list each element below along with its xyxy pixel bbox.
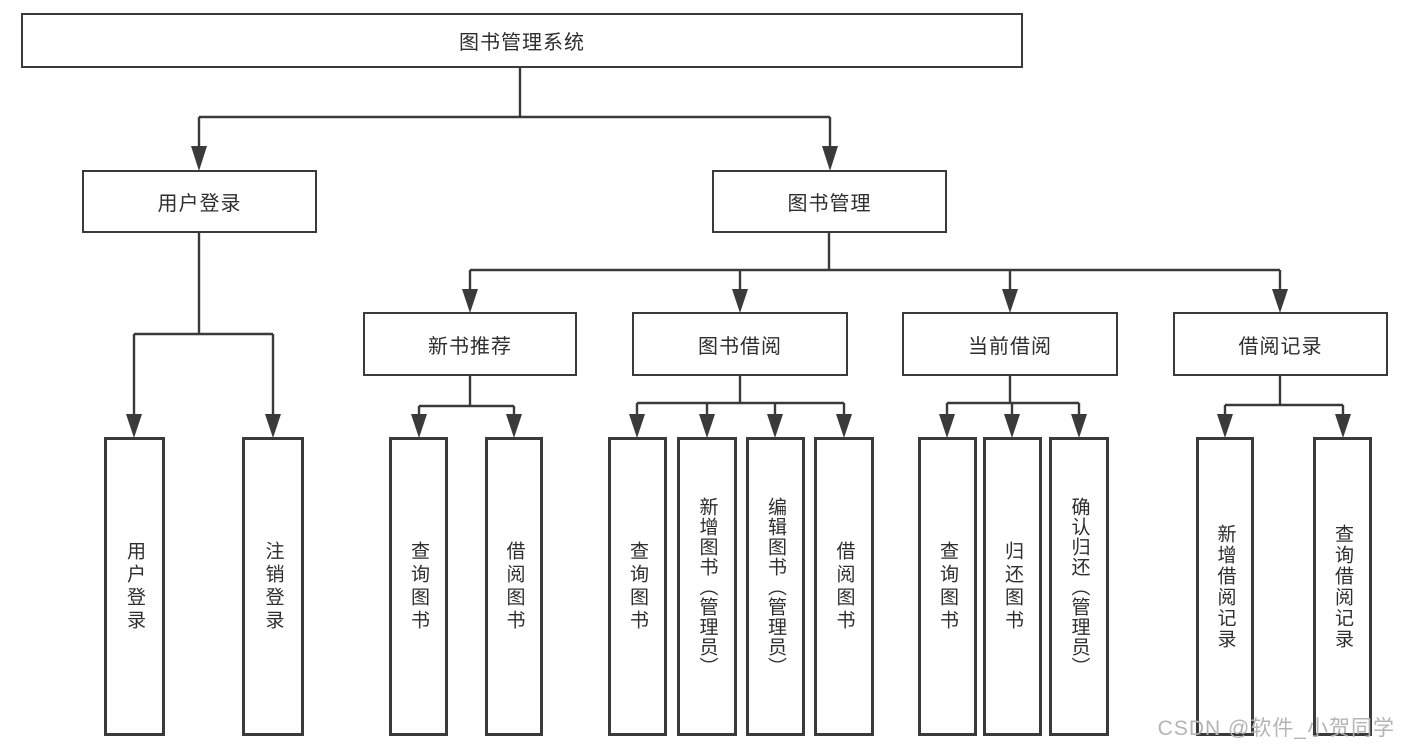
leaf-confirm-return-admin: 确认归还（管理员） bbox=[1049, 437, 1109, 736]
leaf-query-borrow-record-label: 查询借阅记录 bbox=[1332, 523, 1353, 650]
leaf-query-borrow-record: 查询借阅记录 bbox=[1313, 437, 1372, 736]
csdn-watermark: CSDN @软件_小贺同学 bbox=[1157, 717, 1395, 740]
leaf-add-books-admin-label: 新增图书（管理员） bbox=[696, 496, 718, 677]
leaf-logout: 注销登录 bbox=[242, 437, 304, 736]
leaf-user-login: 用户登录 bbox=[104, 437, 165, 736]
leaf-query-books-current-label: 查询图书 bbox=[937, 540, 958, 633]
leaf-confirm-return-admin-label: 确认归还（管理员） bbox=[1068, 496, 1090, 677]
leaf-query-books-borrow-label: 查询图书 bbox=[627, 540, 648, 633]
leaf-query-books-recommend-label: 查询图书 bbox=[408, 540, 429, 633]
leaf-borrow-books-recommend: 借阅图书 bbox=[485, 437, 543, 736]
leaf-borrow-books: 借阅图书 bbox=[814, 437, 874, 736]
leaf-logout-label: 注销登录 bbox=[262, 540, 284, 633]
leaf-return-books-label: 归还图书 bbox=[1002, 540, 1023, 633]
leaf-query-books-recommend: 查询图书 bbox=[389, 437, 448, 736]
node-new-book-recommend: 新书推荐 bbox=[363, 312, 577, 376]
node-book-borrow: 图书借阅 bbox=[632, 312, 848, 376]
connector-paths bbox=[132, 68, 1345, 415]
node-borrow-records: 借阅记录 bbox=[1173, 312, 1388, 376]
node-root: 图书管理系统 bbox=[21, 13, 1023, 68]
leaf-borrow-books-recommend-label: 借阅图书 bbox=[503, 540, 525, 633]
leaf-user-login-label: 用户登录 bbox=[124, 540, 145, 633]
leaf-add-books-admin: 新增图书（管理员） bbox=[677, 437, 737, 736]
leaf-query-books-borrow: 查询图书 bbox=[608, 437, 667, 736]
leaf-query-books-current: 查询图书 bbox=[918, 437, 977, 736]
node-book-management: 图书管理 bbox=[712, 170, 947, 233]
leaf-return-books: 归还图书 bbox=[983, 437, 1042, 736]
leaf-edit-books-admin-label: 编辑图书（管理员） bbox=[765, 496, 786, 677]
arrowheads bbox=[126, 146, 1351, 438]
node-current-borrow: 当前借阅 bbox=[902, 312, 1118, 376]
leaf-add-borrow-record-label: 新增借阅记录 bbox=[1214, 523, 1236, 650]
leaf-edit-books-admin: 编辑图书（管理员） bbox=[746, 437, 805, 736]
leaf-add-borrow-record: 新增借阅记录 bbox=[1196, 437, 1254, 736]
leaf-borrow-books-label: 借阅图书 bbox=[833, 540, 855, 633]
node-user-login: 用户登录 bbox=[82, 170, 317, 233]
